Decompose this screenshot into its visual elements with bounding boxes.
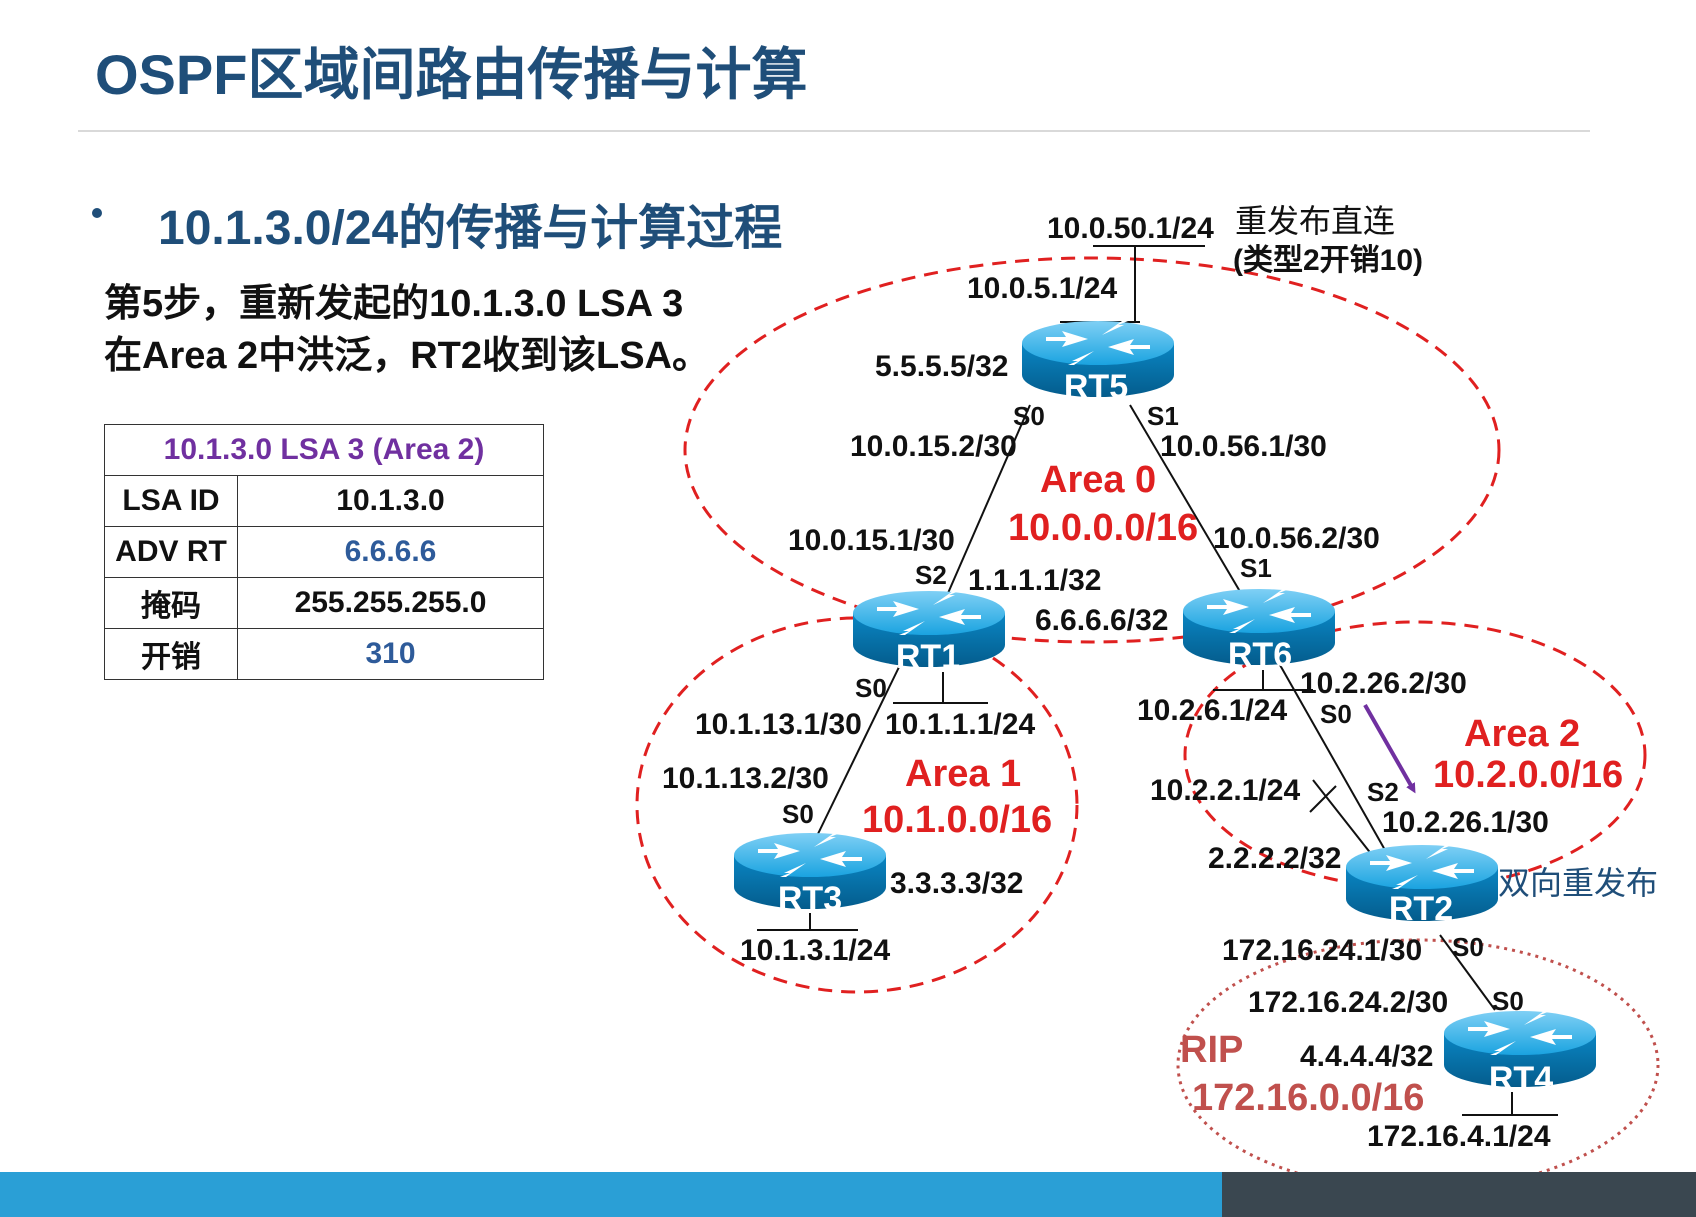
table-row: LSA ID 10.1.3.0 (104, 475, 544, 527)
label-bidirectional-redistribution: 双向重发布 (1498, 865, 1658, 901)
link-rt2-rt4 (1439, 934, 1496, 1011)
title-divider (78, 130, 1590, 132)
lsa-value-cell: 10.1.3.0 (237, 475, 544, 527)
area1-name: Area 1 (905, 753, 1021, 795)
lsa-value-cell: 6.6.6.6 (237, 526, 544, 578)
label-rt2-s0: S0 (1452, 932, 1484, 962)
lsa-key-cell: ADV RT (104, 526, 238, 578)
label-l-13-2: 10.1.13.2/30 (662, 762, 829, 795)
router-rt2-label: RT2 (1389, 890, 1453, 928)
label-rt1-s2: S2 (915, 560, 947, 590)
page-title: OSPF区域间路由传播与计算 (95, 43, 808, 106)
label-rt5-s0: S0 (1013, 401, 1045, 431)
label-l-24-1: 172.16.24.1/30 (1222, 934, 1422, 967)
label-rt4-lan: 172.16.4.1/24 (1367, 1120, 1551, 1153)
router-rt5-label: RT5 (1064, 368, 1128, 406)
rip-name: RIP (1180, 1029, 1243, 1071)
lan-rt2-tick (1309, 785, 1337, 813)
table-row: 掩码 255.255.255.0 (104, 577, 544, 629)
lsa-key-cell: LSA ID (104, 475, 238, 527)
router-rt4-label: RT4 (1489, 1060, 1553, 1098)
step-line-2: 在Area 2中洪泛，RT2收到该LSA。 (104, 335, 710, 377)
link-rt5-rt1 (944, 404, 1031, 601)
label-l-15-2: 10.0.15.2/30 (850, 430, 1017, 463)
label-redist-line2: (类型2开销10) (1233, 244, 1423, 277)
lsa-value-cell: 310 (237, 628, 544, 680)
area1-boundary (635, 616, 1079, 994)
area0-net: 10.0.0.0/16 (1008, 507, 1198, 549)
router-rt6-label: RT6 (1228, 636, 1292, 674)
label-rt2-lan: 10.2.2.1/24 (1150, 774, 1300, 807)
area2-name: Area 2 (1464, 713, 1580, 755)
router-rt3-label: RT3 (778, 880, 842, 918)
area1-net: 10.1.0.0/16 (862, 799, 1052, 841)
label-rt4-loop: 4.4.4.4/32 (1300, 1040, 1433, 1073)
label-rt5-loop: 5.5.5.5/32 (875, 350, 1008, 383)
router-rt1: RT1 (853, 591, 1005, 676)
link-rt1-rt3 (814, 664, 901, 841)
area0-boundary (683, 256, 1501, 644)
area2-boundary (1183, 620, 1647, 890)
router-rt1-label: RT1 (896, 638, 960, 676)
label-rt4-s0: S0 (1492, 986, 1524, 1016)
table-row: 开销 310 (104, 628, 544, 680)
label-l-26-1: 10.2.26.1/30 (1382, 806, 1549, 839)
label-l-13-1: 10.1.13.1/30 (695, 708, 862, 741)
lsa-key-cell: 掩码 (104, 577, 238, 629)
label-rt6-s0: S0 (1320, 699, 1352, 729)
label-redist-line1: 重发布直连 (1235, 203, 1395, 239)
router-rt5: RT5 (1022, 321, 1174, 406)
lsa-table: 10.1.3.0 LSA 3 (Area 2) LSA ID 10.1.3.0 … (104, 424, 544, 680)
lan-rt2 (1312, 779, 1373, 856)
router-rt6: RT6 (1183, 589, 1335, 674)
step-description: 第5步，重新发起的10.1.3.0 LSA 3 在Area 2中洪泛，RT2收到… (104, 278, 710, 382)
label-l-56-2: 10.0.56.2/30 (1213, 522, 1380, 555)
area0-name: Area 0 (1040, 459, 1156, 501)
link-rt5-rt6 (1129, 404, 1246, 601)
lsa-value-cell: 255.255.255.0 (237, 577, 544, 629)
label-rt1-s0: S0 (855, 673, 887, 703)
table-row: ADV RT 6.6.6.6 (104, 526, 544, 578)
bullet-icon (92, 208, 102, 218)
label-rt1-loop: 1.1.1.1/32 (968, 564, 1101, 597)
area2-net: 10.2.0.0/16 (1433, 754, 1623, 796)
label-rt3-loop: 3.3.3.3/32 (890, 867, 1023, 900)
rip-net: 172.16.0.0/16 (1192, 1077, 1424, 1119)
label-rt6-s1: S1 (1240, 553, 1272, 583)
lsa-key-cell: 开销 (104, 628, 238, 680)
label-rt2-loop: 2.2.2.2/32 (1208, 842, 1341, 875)
rip-boundary (1176, 938, 1660, 1192)
section-heading: 10.1.3.0/24的传播与计算过程 (158, 202, 783, 255)
label-l-26-2: 10.2.26.2/30 (1300, 667, 1467, 700)
step-line-1: 第5步，重新发起的10.1.3.0 LSA 3 (104, 283, 684, 325)
label-rt2-s2: S2 (1367, 777, 1399, 807)
router-rt4: RT4 (1444, 1011, 1596, 1098)
link-rt6-rt2 (1279, 664, 1386, 851)
label-rt1-lan: 10.1.1.1/24 (885, 708, 1035, 741)
lsa-flood-arrow (1363, 704, 1416, 794)
label-l-15-1: 10.0.15.1/30 (788, 524, 955, 557)
label-l-56-1: 10.0.56.1/30 (1160, 430, 1327, 463)
label-rt6-loop: 6.6.6.6/32 (1035, 604, 1168, 637)
label-rt5-lan: 10.0.50.1/24 (1047, 212, 1214, 245)
label-rt5-s1: S1 (1147, 401, 1179, 431)
router-rt2: RT2 (1346, 845, 1498, 928)
label-rt6-lan: 10.2.6.1/24 (1137, 694, 1287, 727)
footer-accent (1222, 1172, 1696, 1217)
label-rt5-lan2: 10.0.5.1/24 (967, 272, 1117, 305)
label-rt3-lan: 10.1.3.1/24 (740, 934, 890, 967)
label-rt3-s0: S0 (782, 799, 814, 829)
router-rt3: RT3 (734, 833, 886, 918)
label-l-24-2: 172.16.24.2/30 (1248, 986, 1448, 1019)
